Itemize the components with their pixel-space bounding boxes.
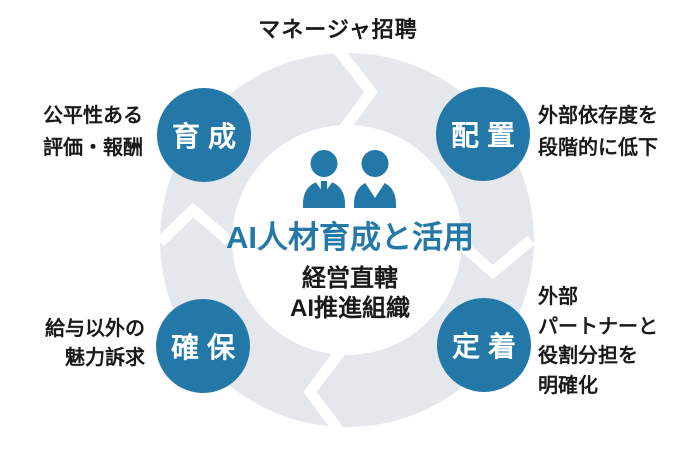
center-title: AI人材育成と活用	[226, 220, 474, 255]
note-haichi: 外部依存度を 段階的に低下	[538, 100, 658, 164]
note-line: 外部	[538, 286, 578, 308]
note-line: 外部依存度を	[538, 105, 658, 127]
note-line: 段階的に低下	[538, 137, 658, 159]
center-subtitle-line2: AI推進組織	[290, 295, 410, 322]
note-line: 明確化	[538, 374, 598, 397]
two-businesspeople-icon	[303, 150, 396, 208]
note-line: 魅力訴求	[65, 347, 145, 369]
note-line: 評価・報酬	[43, 137, 143, 159]
note-line: 公平性ある	[43, 105, 143, 127]
top-label: マネージャ招聘	[258, 17, 418, 42]
node-haichi: 配置	[436, 87, 530, 181]
person-vneck-icon	[354, 150, 396, 208]
node-teichaku: 定着	[437, 298, 531, 392]
note-teichaku: 外部 パートナーと 役割分担を 明確化	[538, 283, 658, 401]
note-line: 給与以外の	[45, 318, 145, 340]
node-ikusei: 育成	[157, 88, 251, 182]
note-kakuho: 給与以外の 魅力訴求	[45, 315, 145, 373]
note-ikusei: 公平性ある 評価・報酬	[43, 100, 143, 164]
arrow-chevron-left-up-icon	[156, 202, 233, 246]
note-line: パートナーと	[538, 315, 658, 338]
arrow-chevron-top-right-icon	[332, 44, 378, 141]
note-line: 役割分担を	[538, 345, 638, 367]
arrow-chevron-right-down-icon	[452, 235, 535, 280]
person-suit-icon	[303, 150, 345, 208]
center-subtitle-line1: 経営直轄	[302, 265, 398, 292]
node-kakuho: 確保	[156, 299, 250, 393]
arrow-chevron-bottom-left-icon	[303, 348, 345, 436]
